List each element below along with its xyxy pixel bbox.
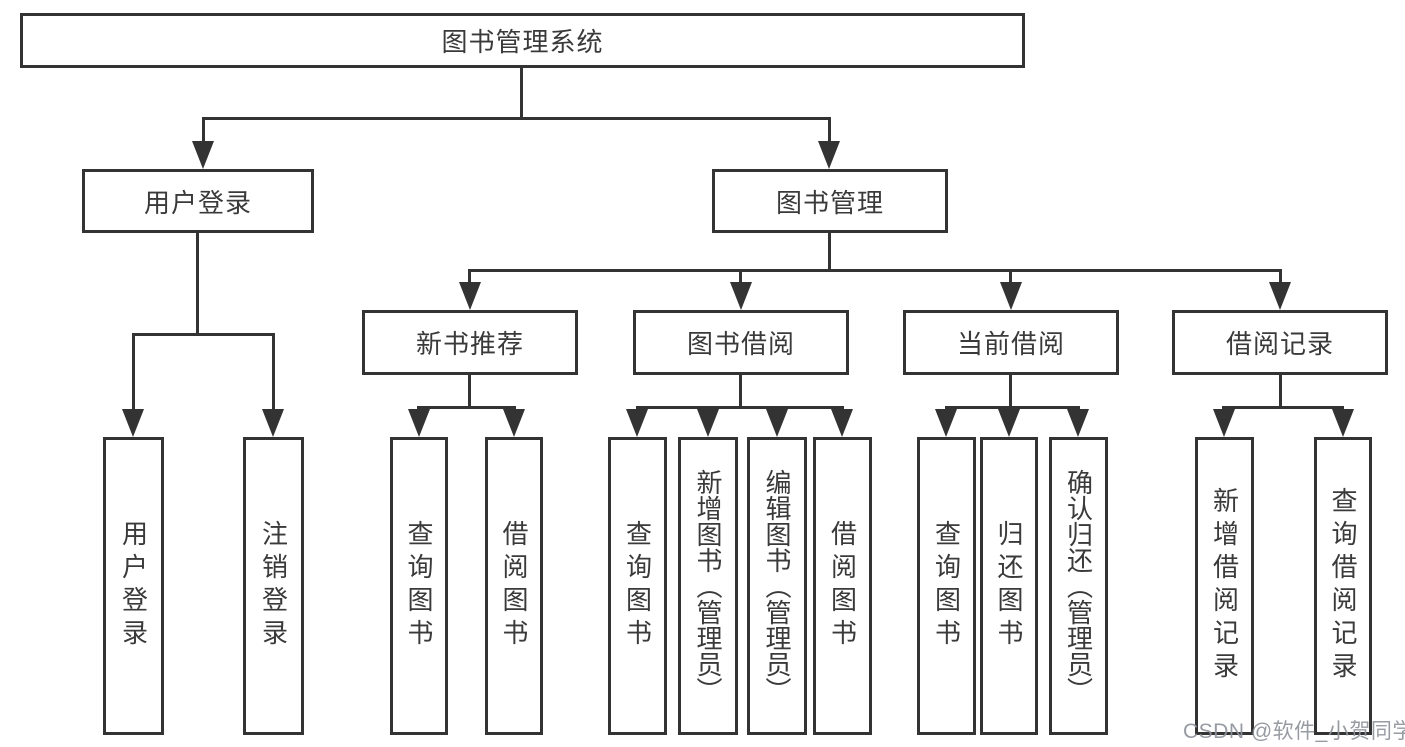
connector-user-login-trunk xyxy=(196,230,199,335)
leaf-label: 借阅图书 xyxy=(499,520,529,652)
arrowhead-to-borrow-books-1 xyxy=(503,409,525,437)
node-label: 图书管理系统 xyxy=(441,27,604,57)
csdn-watermark: CSDN @软件_小贺同学 xyxy=(1183,720,1405,743)
leaf-label: 借阅图书 xyxy=(827,520,858,652)
leaf-query-books-3: 查询图书 xyxy=(917,437,976,735)
arrowhead-to-query-books-3 xyxy=(935,409,957,437)
arrowhead-to-confirm-return xyxy=(1067,409,1089,437)
connector-stub-new-book xyxy=(468,269,471,284)
node-label: 图书借阅 xyxy=(686,329,795,359)
connector-current-borrow-trunk xyxy=(1009,374,1012,408)
arrowhead-to-login-leaf xyxy=(122,409,144,437)
leaf-edit-books-admin: 编辑图书（管理员） xyxy=(747,437,807,735)
connector-borrow-records-rail xyxy=(1222,406,1344,409)
arrowhead-to-query-books-1 xyxy=(408,409,430,437)
arrowhead-to-edit-books xyxy=(766,409,788,437)
connector-book-borrow-trunk xyxy=(739,374,742,408)
arrowhead-to-book-borrow xyxy=(730,282,752,310)
leaf-user-login: 用户登录 xyxy=(103,437,164,735)
connector-stub-borrow-records xyxy=(1279,269,1282,284)
connector-root-trunk xyxy=(520,66,523,119)
connector-stub-login-leaf xyxy=(132,333,135,411)
connector-book-management-trunk xyxy=(828,230,831,272)
leaf-label: 注销登录 xyxy=(258,520,289,652)
node-borrowing-records: 借阅记录 xyxy=(1172,310,1388,375)
leaf-add-borrow-record: 新增借阅记录 xyxy=(1195,437,1254,735)
leaf-borrow-books-2: 借阅图书 xyxy=(813,437,872,735)
arrowhead-to-current-borrow xyxy=(1000,282,1022,310)
node-user-login: 用户登录 xyxy=(82,169,314,233)
arrowhead-to-borrow-records xyxy=(1269,282,1291,310)
connector-book-borrow-rail xyxy=(636,406,844,409)
leaf-logout: 注销登录 xyxy=(243,437,304,735)
leaf-add-books-admin: 新增图书（管理员） xyxy=(678,437,738,735)
node-book-management: 图书管理 xyxy=(712,169,948,233)
connector-root-rail xyxy=(202,117,831,120)
connector-borrow-records-trunk xyxy=(1279,374,1282,408)
leaf-label: 查询借阅记录 xyxy=(1328,487,1358,685)
node-label: 新书推荐 xyxy=(415,329,524,359)
connector-new-book-trunk xyxy=(468,374,471,408)
arrowhead-to-add-books xyxy=(697,409,719,437)
connector-stub-user-login xyxy=(202,117,205,143)
leaf-return-books: 归还图书 xyxy=(980,437,1038,735)
arrowhead-to-return-books xyxy=(998,409,1020,437)
node-label: 当前借阅 xyxy=(956,329,1065,359)
arrowhead-to-borrow-books-2 xyxy=(831,409,853,437)
node-label: 用户登录 xyxy=(143,187,252,218)
connector-stub-current-borrow xyxy=(1009,269,1012,284)
arrowhead-to-book-management xyxy=(818,141,840,169)
arrowhead-to-query-books-2 xyxy=(626,409,648,437)
connector-user-login-rail xyxy=(132,333,275,336)
connector-new-book-rail xyxy=(417,406,516,409)
leaf-label: 确认归还（管理员） xyxy=(1063,469,1094,703)
connector-current-borrow-rail xyxy=(945,406,1080,409)
leaf-label: 查询图书 xyxy=(404,520,434,652)
arrowhead-to-new-book xyxy=(459,282,481,310)
leaf-query-borrow-record: 查询借阅记录 xyxy=(1314,437,1372,735)
leaf-borrow-books-1: 借阅图书 xyxy=(485,437,543,735)
connector-book-management-rail xyxy=(468,269,1282,272)
leaf-label: 新增借阅记录 xyxy=(1209,487,1240,685)
arrowhead-to-query-borrow-record xyxy=(1332,409,1354,437)
leaf-label: 用户登录 xyxy=(118,520,149,652)
leaf-query-books-1: 查询图书 xyxy=(390,437,448,735)
node-label: 借阅记录 xyxy=(1225,329,1334,359)
node-current-borrowing: 当前借阅 xyxy=(903,310,1119,375)
arrowhead-to-logout-leaf xyxy=(262,409,284,437)
connector-stub-book-management xyxy=(828,117,831,143)
leaf-label: 新增图书（管理员） xyxy=(693,469,723,703)
node-book-borrowing: 图书借阅 xyxy=(633,310,849,375)
leaf-label: 编辑图书（管理员） xyxy=(762,469,792,703)
arrowhead-to-add-borrow-record xyxy=(1213,409,1235,437)
leaf-label: 查询图书 xyxy=(931,520,962,652)
leaf-label: 查询图书 xyxy=(622,520,653,652)
connector-stub-book-borrow xyxy=(739,269,742,284)
node-label: 图书管理 xyxy=(775,187,884,218)
node-library-management-system: 图书管理系统 xyxy=(20,13,1025,68)
leaf-confirm-return-admin: 确认归还（管理员） xyxy=(1049,437,1108,735)
node-new-book-recommend: 新书推荐 xyxy=(362,310,578,375)
connector-stub-logout-leaf xyxy=(272,333,275,411)
arrowhead-to-user-login xyxy=(192,141,214,169)
leaf-label: 归还图书 xyxy=(994,520,1024,652)
leaf-query-books-2: 查询图书 xyxy=(608,437,667,735)
